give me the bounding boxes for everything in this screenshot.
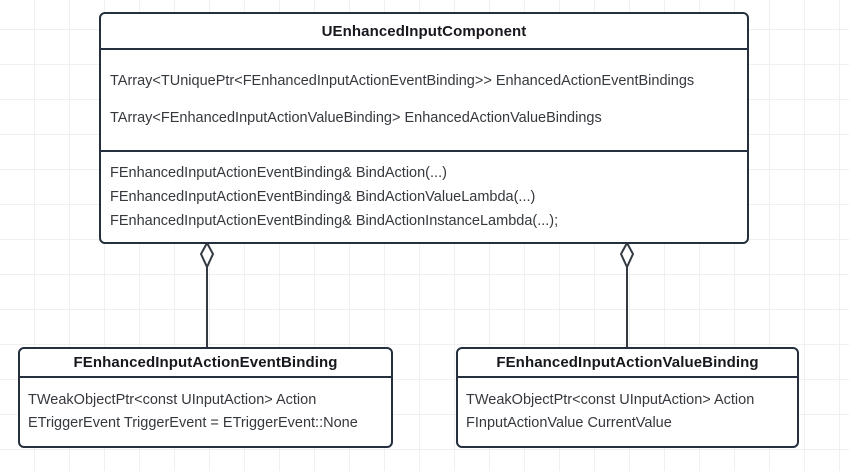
hollow-diamond-icon (619, 240, 635, 270)
aggregation-connector-value-binding[interactable] (612, 240, 642, 351)
attribute-row: ETriggerEvent TriggerEvent = ETriggerEve… (28, 415, 358, 431)
hollow-diamond-icon (199, 240, 215, 270)
class-box-fenhancedinputactioneventbinding[interactable]: FEnhancedInputActionEventBinding TWeakOb… (18, 347, 393, 448)
class-title-uenhancedinputcomponent: UEnhancedInputComponent (101, 14, 747, 50)
attribute-row: FInputActionValue CurrentValue (466, 415, 672, 431)
attribute-row: TArray<FEnhancedInputActionValueBinding>… (110, 110, 602, 126)
method-row: FEnhancedInputActionEventBinding& BindAc… (110, 188, 536, 205)
class-attributes-compartment: TWeakObjectPtr<const UInputAction> Actio… (458, 378, 797, 446)
class-attributes-compartment: TArray<TUniquePtr<FEnhancedInputActionEv… (101, 50, 747, 150)
attribute-row: TWeakObjectPtr<const UInputAction> Actio… (28, 392, 317, 408)
class-attributes-compartment: TWeakObjectPtr<const UInputAction> Actio… (20, 378, 391, 446)
class-box-uenhancedinputcomponent[interactable]: UEnhancedInputComponent TArray<TUniquePt… (99, 12, 749, 244)
method-row: FEnhancedInputActionEventBinding& BindAc… (110, 164, 447, 181)
aggregation-connector-event-binding[interactable] (192, 240, 222, 351)
method-row: FEnhancedInputActionEventBinding& BindAc… (110, 212, 559, 229)
attribute-row: TWeakObjectPtr<const UInputAction> Actio… (466, 392, 755, 408)
attribute-row: TArray<TUniquePtr<FEnhancedInputActionEv… (110, 73, 695, 89)
class-methods-compartment: FEnhancedInputActionEventBinding& BindAc… (101, 150, 747, 242)
class-title-fenhancedinputactioneventbinding: FEnhancedInputActionEventBinding (20, 349, 391, 378)
class-title-fenhancedinputactionvaluebinding: FEnhancedInputActionValueBinding (458, 349, 797, 378)
class-box-fenhancedinputactionvaluebinding[interactable]: FEnhancedInputActionValueBinding TWeakOb… (456, 347, 799, 448)
